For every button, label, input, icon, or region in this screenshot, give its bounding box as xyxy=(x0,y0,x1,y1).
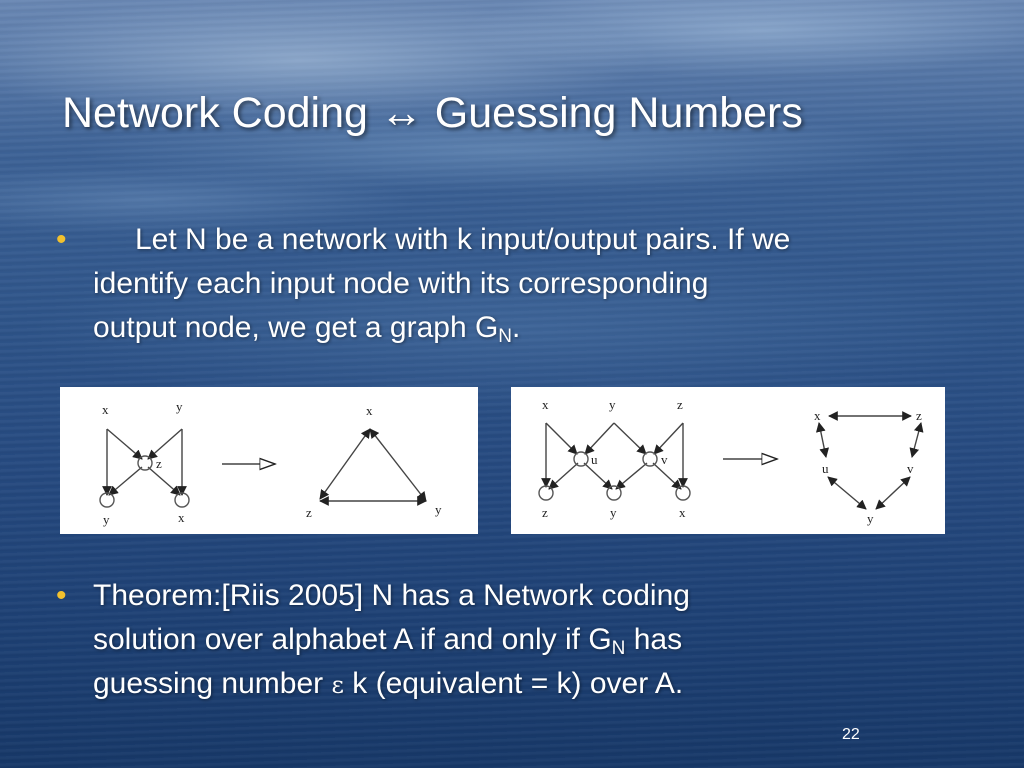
figure-2-top-z: z xyxy=(677,397,683,412)
figure-1-graph xyxy=(319,428,427,506)
figure-2-graph xyxy=(815,411,924,510)
figure-1-top-y: y xyxy=(176,399,183,414)
figure-2-graph-u: u xyxy=(822,461,829,476)
figure-2-bottom-z: z xyxy=(542,505,548,520)
figure-2-bottom-x: x xyxy=(679,505,686,520)
figure-2-bottom-y: y xyxy=(610,505,617,520)
bullet-1-text: Let N be a network with k input/output p… xyxy=(93,218,973,350)
bullet-2-line-2-end: has xyxy=(625,623,683,656)
figure-1: x y z y x x z y xyxy=(60,387,478,534)
bullet-1-subscript: N xyxy=(498,326,513,347)
bullet-2-line-2: solution over alphabet A if and only if … xyxy=(93,623,612,656)
epsilon-symbol: ε xyxy=(331,671,344,699)
figure-2: x y z u v z y x x z u v y xyxy=(511,387,945,534)
figure-1-diagram: x y z y x x z y xyxy=(99,399,442,527)
figure-1-graph-y: y xyxy=(435,502,442,517)
figure-2-graph-y: y xyxy=(867,511,874,526)
bullet-1-line-3-end: . xyxy=(512,311,521,344)
figure-2-mid-v: v xyxy=(661,452,668,467)
figure-1-bottom-y: y xyxy=(103,512,110,527)
figure-1-network xyxy=(99,428,190,508)
figure-1-graph-x: x xyxy=(366,403,373,418)
figure-2-diagram: x y z u v z y x x z u v y xyxy=(538,397,924,526)
figure-2-network xyxy=(538,422,691,501)
bullet-2-subscript: N xyxy=(611,638,626,659)
figure-1-bottom-x: x xyxy=(178,510,185,525)
figure-1-mid-z: z xyxy=(156,456,162,471)
bullet-2: • Theorem:[Riis 2005] N has a Network co… xyxy=(56,574,976,714)
bullet-dot-2: • xyxy=(56,579,67,612)
bullet-2-line-3-end: k (equivalent = k) over A. xyxy=(343,667,684,700)
bullet-1: • Let N be a network with k input/output… xyxy=(56,218,976,358)
bullet-1-line-3: output node, we get a graph G xyxy=(93,311,499,344)
figure-1-graph-z: z xyxy=(306,505,312,520)
bullet-2-text: Theorem:[Riis 2005] N has a Network codi… xyxy=(93,574,973,707)
bullet-dot-1: • xyxy=(56,223,67,256)
figure-2-top-x: x xyxy=(542,397,549,412)
figure-2-graph-v: v xyxy=(907,461,914,476)
figure-2-graph-x: x xyxy=(814,408,821,423)
figure-2-graph-z: z xyxy=(916,408,922,423)
figure-2-mid-u: u xyxy=(591,452,598,467)
figure-1-top-x: x xyxy=(102,402,109,417)
slide-title: Network Coding ↔ Guessing Numbers xyxy=(62,89,803,137)
page-number: 22 xyxy=(842,726,860,743)
bullet-2-line-3: guessing number xyxy=(93,667,332,700)
figure-2-top-y: y xyxy=(609,397,616,412)
bullet-1-line-2: identify each input node with its corres… xyxy=(93,267,709,300)
bullet-2-line-1: Theorem:[Riis 2005] N has a Network codi… xyxy=(93,579,690,612)
bullet-1-line-1: Let N be a network with k input/output p… xyxy=(135,223,791,256)
